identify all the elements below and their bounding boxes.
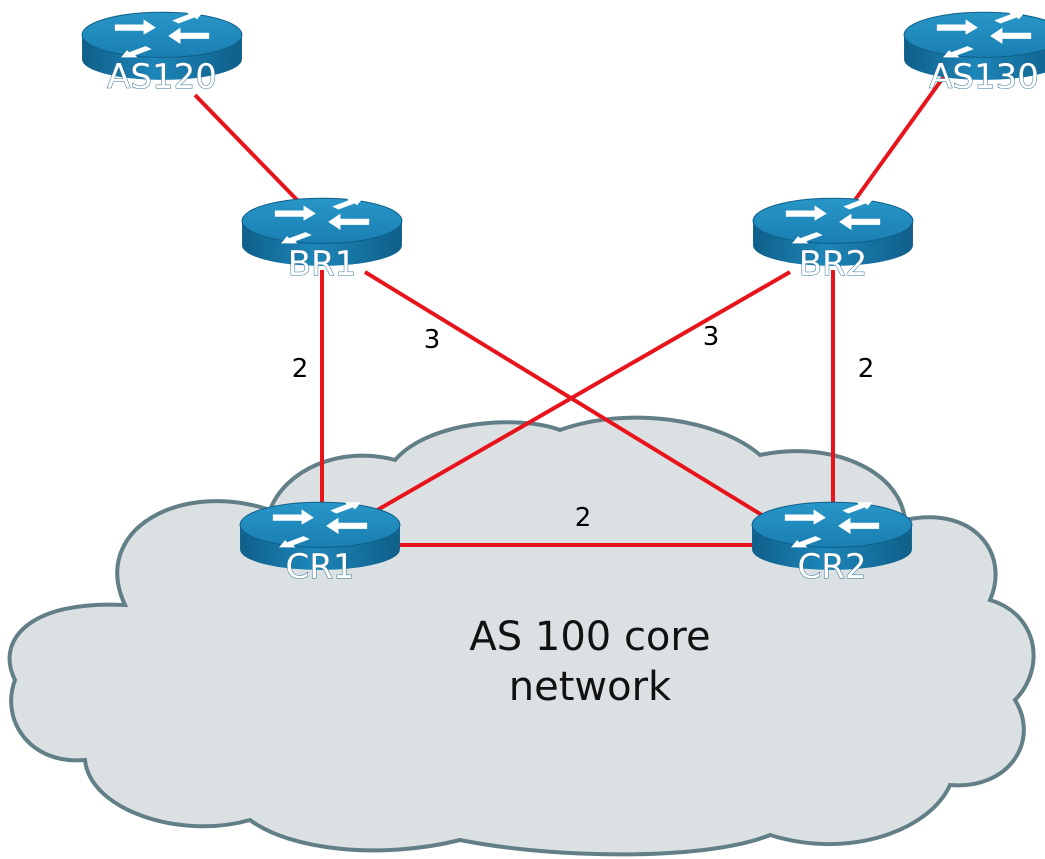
link-as130-br2 — [853, 73, 947, 202]
cloud-caption-line2: network — [509, 664, 672, 710]
router-label: BR1 — [288, 244, 357, 284]
metric-br1-cr2: 3 — [424, 325, 441, 355]
metric-br2-cr2: 2 — [858, 354, 875, 384]
metric-br1-cr1: 2 — [292, 354, 309, 384]
router-br2[interactable]: BR2 — [752, 197, 914, 285]
router-label: AS130 — [929, 57, 1039, 97]
router-label: BR2 — [799, 244, 868, 284]
router-as120[interactable]: AS120 — [81, 11, 243, 98]
link-as120-br1 — [193, 93, 302, 205]
metric-br2-cr1: 3 — [703, 322, 720, 352]
router-label: AS120 — [107, 57, 217, 97]
router-cr1[interactable]: CR1 — [239, 501, 401, 588]
cloud-caption-line1: AS 100 core — [469, 614, 710, 660]
link-br1-cr2 — [363, 270, 772, 522]
router-label: CR1 — [286, 547, 355, 587]
router-cr2[interactable]: CR2 — [751, 501, 913, 588]
link-br2-cr1 — [359, 270, 791, 522]
metric-cr1-cr2: 2 — [575, 503, 592, 533]
router-as130[interactable]: AS130 — [903, 11, 1045, 98]
router-br1[interactable]: BR1 — [241, 197, 403, 285]
router-label: CR2 — [798, 547, 867, 587]
